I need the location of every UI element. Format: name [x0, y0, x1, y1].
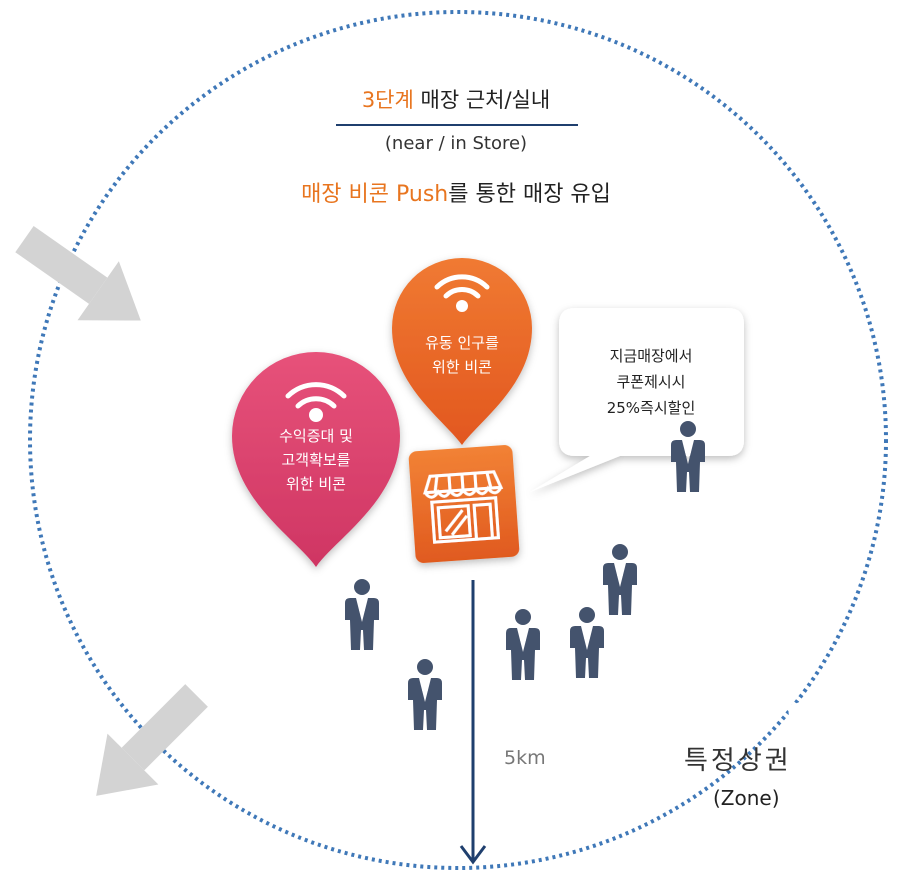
person-icon [345, 579, 379, 650]
bubble-message: 지금매장에서 쿠폰제시시 25%즉시할인 [566, 343, 736, 421]
person-icon [570, 607, 604, 678]
stage-name: 매장 근처/실내 [420, 88, 551, 112]
beacon-pin-pink [232, 352, 400, 567]
stage-label: 3단계 [361, 88, 414, 112]
person-icon [408, 659, 442, 730]
beacon-pink-line1: 수익증대 및 [279, 427, 353, 445]
method-line: 매장 비콘 Push를 통한 매장 유입 [0, 176, 912, 208]
ring-gap [788, 700, 808, 728]
beacon-pink-line3: 위한 비콘 [286, 475, 346, 493]
beacon-orange-label: 유동 인구를 위한 비콘 [402, 331, 522, 379]
person-icon [506, 609, 540, 680]
method-rest: 를 통한 매장 유입 [448, 182, 611, 207]
beacon-pink-line2: 고객확보를 [281, 451, 351, 469]
distance-arrowhead [459, 845, 487, 865]
stage-subtitle: (near / in Store) [384, 133, 528, 154]
person-icon [671, 421, 705, 492]
person-icon [603, 544, 637, 615]
wifi-icon [434, 274, 490, 312]
arrow-in-icon [15, 226, 141, 321]
zone-title: 특정상권 [684, 746, 792, 776]
zone-subtitle: (Zone) [713, 786, 780, 810]
beacon-orange-line1: 유동 인구를 [425, 334, 499, 352]
arrow-out-icon [96, 684, 208, 796]
bubble-line3: 25%즉시할인 [606, 399, 696, 417]
stage-title: 3단계 매장 근처/실내 [0, 84, 912, 114]
title-divider [336, 124, 578, 126]
distance-label: 5km [504, 747, 546, 769]
wifi-icon [285, 382, 347, 422]
people-group [345, 421, 705, 730]
zone-boundary-ring [28, 10, 888, 870]
beacon-pink-label: 수익증대 및 고객확보를 위한 비콘 [246, 424, 386, 496]
method-highlight: 매장 비콘 Push [301, 182, 449, 207]
beacon-orange-line2: 위한 비콘 [432, 358, 492, 376]
bubble-line2: 쿠폰제시시 [616, 373, 686, 391]
store-icon [408, 445, 520, 563]
beacon-pin-orange [392, 258, 532, 445]
bubble-line1: 지금매장에서 [609, 347, 693, 365]
